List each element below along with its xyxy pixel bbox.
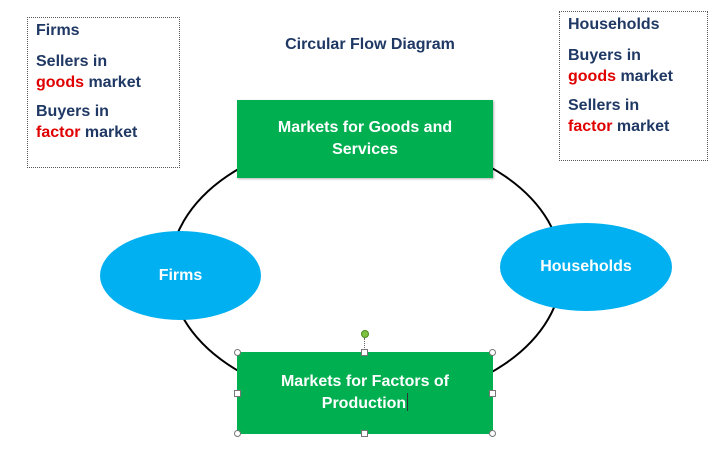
goods-market-box[interactable]: Markets for Goods and Services	[237, 100, 493, 178]
households-note-heading: Households	[568, 16, 660, 33]
firms-note-goods-highlight: goods	[36, 74, 84, 91]
firms-oval-label: Firms	[158, 266, 203, 284]
firms-note-line2-prefix: Buyers in	[36, 103, 109, 120]
households-note-goods-highlight: goods	[568, 68, 616, 85]
firms-note-line1-prefix: Sellers in	[36, 53, 108, 70]
resize-handle-bottom-right[interactable]	[489, 430, 496, 437]
text-cursor	[407, 393, 409, 411]
rotation-handle[interactable]	[361, 330, 369, 338]
factor-market-label-line1: Markets for Factors of	[280, 373, 450, 390]
firms-note-heading: Firms	[36, 22, 80, 39]
goods-market-label: Markets for Goods and Services	[277, 119, 453, 158]
resize-handle-bottom-left[interactable]	[234, 430, 241, 437]
resize-handle-bottom[interactable]	[361, 430, 368, 437]
households-note-box[interactable]: Households Buyers in goods market Seller…	[559, 11, 708, 161]
households-note-line1-suffix: market	[620, 68, 673, 85]
firms-note-line2-suffix: market	[84, 124, 138, 141]
households-note-factor-highlight: factor	[568, 118, 613, 135]
diagram-title: Circular Flow Diagram	[285, 36, 455, 53]
households-note-line1-prefix: Buyers in	[568, 47, 641, 64]
resize-handle-right[interactable]	[489, 390, 496, 397]
households-oval-label: Households	[540, 258, 632, 275]
resize-handle-left[interactable]	[234, 390, 241, 397]
factor-market-label-line2: Production	[321, 395, 407, 412]
resize-handle-top-right[interactable]	[489, 349, 496, 356]
households-oval[interactable]: Households	[500, 223, 672, 311]
households-note-line2-suffix: market	[616, 118, 670, 135]
firms-note-line1-suffix: market	[88, 74, 141, 91]
resize-handle-top-left[interactable]	[234, 349, 241, 356]
firms-note-box[interactable]: Firms Sellers in goods market Buyers in …	[27, 17, 180, 168]
rotation-stem	[364, 338, 366, 352]
factor-market-box[interactable]: Markets for Factors of Production	[237, 352, 493, 434]
households-note-line2-prefix: Sellers in	[568, 97, 640, 114]
resize-handle-top[interactable]	[361, 349, 368, 356]
firms-note-factor-highlight: factor	[36, 124, 81, 141]
firms-oval[interactable]: Firms	[100, 231, 261, 320]
